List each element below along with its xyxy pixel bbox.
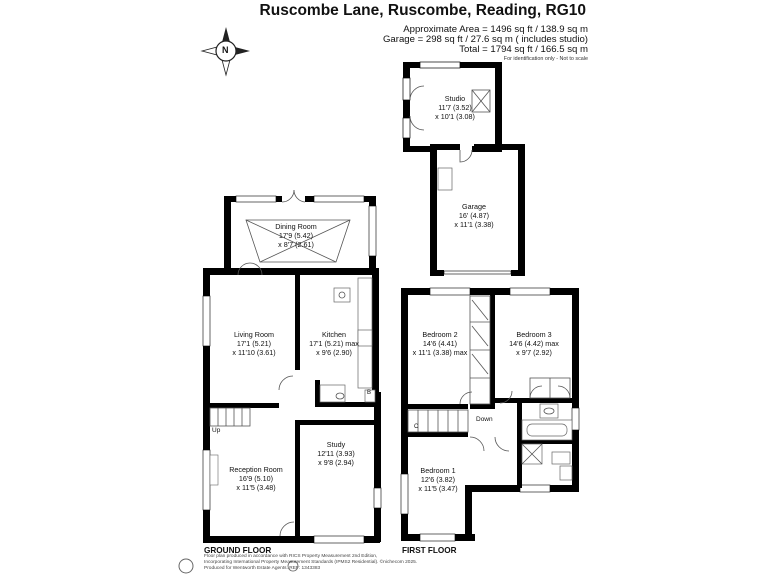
logo-icon bbox=[178, 558, 194, 574]
property-title: Ruscombe Lane, Ruscombe, Reading, RG10 bbox=[259, 2, 586, 19]
stairs-down-label: Down bbox=[476, 416, 493, 423]
boiler-cupboard-label: B bbox=[367, 390, 372, 396]
first-floor-label: FIRST FLOOR bbox=[402, 546, 457, 555]
approximate-area: Approximate Area = 1496 sq ft / 138.9 sq… bbox=[403, 24, 588, 35]
garage-walls bbox=[430, 144, 525, 276]
total-area: Total = 1794 sq ft / 166.5 sq m bbox=[459, 44, 588, 55]
identification-disclaimer: For identification only - Not to scale bbox=[503, 56, 588, 62]
footer-credits: Floor plan produced in accordance with R… bbox=[204, 554, 418, 571]
compass-north-label: N bbox=[222, 45, 229, 55]
stairs-up-label: Up bbox=[212, 427, 221, 434]
ground-floor-label: GROUND FLOOR bbox=[204, 546, 272, 555]
cupboard-label: C bbox=[414, 424, 419, 430]
compass-icon bbox=[200, 27, 250, 77]
ground-floor-walls bbox=[202, 189, 382, 544]
garage-area: Garage = 298 sq ft / 27.6 sq m ( include… bbox=[382, 34, 588, 45]
first-floor-walls bbox=[400, 287, 580, 542]
